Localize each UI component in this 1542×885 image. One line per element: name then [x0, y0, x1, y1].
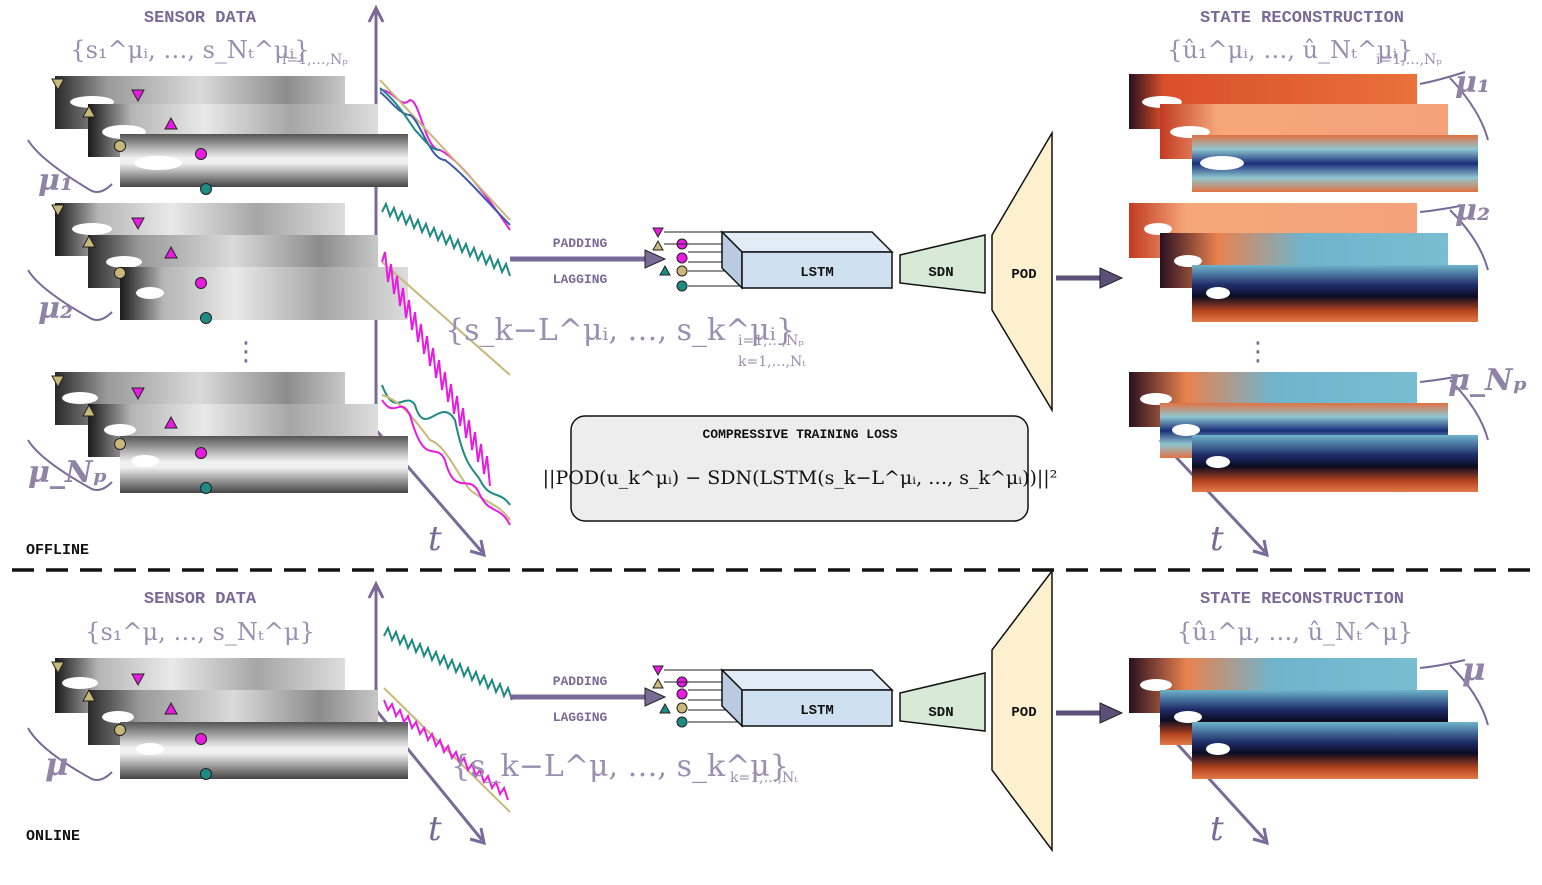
recon-vertical-ellipsis: ⋮	[1245, 337, 1271, 367]
param-label-muNp: μ_Nₚ	[28, 455, 107, 490]
recon-title: STATE RECONSTRUCTION	[1200, 9, 1404, 28]
axis-arrowhead	[469, 539, 486, 558]
online-padding-label: PADDING	[553, 674, 608, 689]
sensor-stack-mu2	[51, 203, 408, 324]
lag-set: {s_k−L^μᵢ, …, s_k^μᵢ}	[445, 313, 795, 348]
online-lagging-label: LAGGING	[553, 710, 608, 725]
recon-stack-mu1	[1129, 74, 1478, 192]
online-pod-label: POD	[1011, 705, 1036, 721]
sdn-block-offline	[899, 234, 986, 294]
online-sdn-label: SDN	[928, 705, 953, 721]
param-label-mu2: μ₂	[38, 291, 73, 326]
sensor-signals-mu1	[379, 79, 511, 231]
online-lstm-label: LSTM	[800, 703, 834, 719]
online-sensor-stack	[51, 658, 408, 780]
online-sensor-title: SENSOR DATA	[144, 590, 257, 609]
sensor-stack-mu1	[51, 76, 408, 195]
online-recon-stack	[1129, 658, 1478, 779]
sensor-data-title: SENSOR DATA	[144, 9, 257, 28]
param-label-mu1: μ₁	[38, 163, 73, 198]
online-sensor-signals	[383, 625, 513, 813]
recon-param-mu1: μ₁	[1455, 65, 1490, 100]
recon-param-muNp: μ_Nₚ	[1448, 363, 1527, 398]
lag-set-sub2: k=1,…,Nₜ	[738, 354, 806, 370]
loss-box	[570, 415, 1029, 522]
sdn-label: SDN	[928, 265, 953, 281]
recon-stack-mu2	[1129, 203, 1478, 322]
lag-set-sub1: i=1,…,Nₚ	[738, 333, 804, 349]
recon-time-label: t	[1210, 519, 1224, 559]
recon-set-sub: i=1,…,Nₚ	[1376, 52, 1442, 68]
sensor-set-sub: i=1,…,Nₚ	[282, 52, 348, 68]
axis-arrowhead	[367, 4, 385, 23]
loss-title: COMPRESSIVE TRAINING LOSS	[702, 427, 897, 442]
online-lag-set-sub: k=1,…,Nₜ	[730, 770, 798, 786]
recon-stack-muNp	[1129, 372, 1478, 492]
online-recon-time-label: t	[1210, 809, 1224, 849]
online-lag-set: {s_k−L^μ, …, s_k^μ}	[451, 749, 789, 784]
padding-label: PADDING	[553, 236, 608, 251]
recon-set: {û₁^μᵢ, …, û_Nₜ^μᵢ}	[1167, 36, 1413, 64]
lstm-block-online: LSTM	[720, 668, 894, 728]
recon-time-axis	[1158, 438, 1267, 554]
sensor-bundle-online	[652, 665, 740, 728]
lstm-block-offline: LSTM	[720, 230, 894, 290]
online-recon-set: {û₁^μ, …, û_Nₜ^μ}	[1177, 618, 1413, 646]
offline-phase-label: OFFLINE	[26, 542, 89, 559]
vertical-ellipsis: ⋮	[233, 337, 259, 367]
sensor-signals-muNp	[381, 384, 511, 526]
time-label: t	[428, 519, 442, 559]
lstm-label: LSTM	[800, 265, 834, 281]
pod-block-offline	[991, 130, 1053, 413]
pod-label: POD	[1011, 267, 1036, 283]
online-time-label: t	[428, 809, 442, 849]
online-param-label: μ	[45, 745, 68, 783]
pod-block-online	[991, 568, 1053, 853]
sensor-set: {s₁^μᵢ, …, s_Nₜ^μᵢ}	[70, 36, 309, 64]
lagging-label: LAGGING	[553, 272, 608, 287]
sdn-block-online	[899, 672, 986, 732]
online-recon-param-label: μ	[1462, 650, 1485, 688]
recon-param-mu2: μ₂	[1455, 193, 1490, 228]
loss-formula: ||POD(u_k^μᵢ) − SDN(LSTM(s_k−L^μᵢ, …, s_…	[543, 467, 1058, 489]
online-phase-label: ONLINE	[26, 828, 80, 845]
sensor-signals-mu2	[381, 201, 511, 487]
online-sensor-set: {s₁^μ, …, s_Nₜ^μ}	[85, 618, 315, 646]
online-recon-title: STATE RECONSTRUCTION	[1200, 590, 1404, 609]
sensor-stack-muNp	[51, 372, 408, 494]
